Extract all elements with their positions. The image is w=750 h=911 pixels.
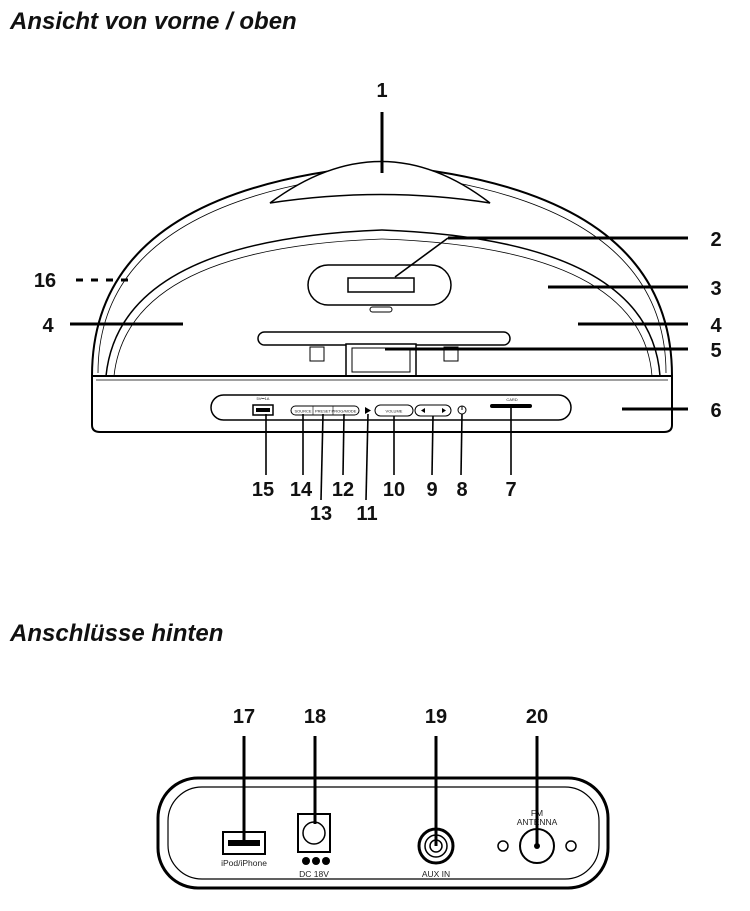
callout-3: 3 [710, 278, 721, 300]
callout-11: 11 [356, 503, 377, 525]
device-slot [257, 331, 511, 346]
rear-device: iPod/iPhone DC 18V AUX IN FM ANTENNA [156, 776, 610, 890]
callout-14: 14 [290, 479, 313, 501]
front-usb-contact [256, 408, 270, 412]
callout-7: 7 [505, 479, 516, 501]
callout-9: 9 [426, 479, 437, 501]
slot-clip-left [309, 346, 325, 362]
front-callout-lines [70, 112, 688, 501]
play-pause-icon [365, 407, 371, 414]
dock-release [369, 306, 393, 313]
callout-16: 16 [34, 270, 56, 292]
callout-18: 18 [304, 706, 326, 728]
top-handle [269, 160, 491, 204]
callout-4-right: 4 [710, 315, 722, 337]
dc-jack-socket [302, 821, 326, 845]
callout-6: 6 [710, 400, 721, 422]
rear-usb-label: iPod/iPhone [221, 858, 267, 868]
speaker-recess [105, 229, 661, 377]
dock-connector [347, 277, 415, 293]
preset-button-label: PRESET [315, 409, 332, 414]
callout-12: 12 [332, 479, 354, 501]
callout-1: 1 [376, 80, 387, 102]
front-view-heading: Ansicht von vorne / oben [10, 8, 297, 35]
prog-mode-button-label: PROG/MODE [332, 409, 357, 414]
callout-13: 13 [310, 503, 332, 525]
callout-4-left: 4 [42, 315, 54, 337]
front-usb-label: 5V⎓1A [257, 396, 270, 401]
rear-view-heading: Anschlüsse hinten [10, 620, 224, 647]
callout-5: 5 [710, 340, 721, 362]
callout-8: 8 [456, 479, 467, 501]
dc-polarity-icon [302, 857, 310, 865]
skip-forward-icon [442, 408, 446, 413]
speaker-recess-inner [113, 238, 653, 377]
antenna-screw-left [497, 840, 509, 852]
rear-usb-contact [228, 840, 260, 846]
card-slot-label: CARD [506, 397, 517, 402]
callout-15: 15 [252, 479, 274, 501]
rear-panel-inner [167, 786, 600, 880]
callout-17: 17 [233, 706, 255, 728]
callout-20: 20 [526, 706, 548, 728]
adapter-bay-inner [351, 347, 411, 373]
callout-10: 10 [383, 479, 405, 501]
callout-2: 2 [710, 229, 721, 251]
rear-callout-lines [242, 736, 539, 846]
source-button-label: SOURCE [294, 409, 311, 414]
dc-label: DC 18V [299, 869, 329, 879]
aux-in-label: AUX IN [422, 869, 450, 879]
front-device: 5V⎓1A SOURCE PRESET PROG/MODE VOLUME CAR… [90, 160, 674, 433]
antenna-screw-right [565, 840, 577, 852]
skip-back-icon [421, 408, 425, 413]
volume-label: VOLUME [386, 409, 403, 414]
rear-panel [156, 776, 610, 890]
card-slot [490, 404, 532, 408]
button-group-left [290, 405, 360, 416]
callout-19: 19 [425, 706, 447, 728]
